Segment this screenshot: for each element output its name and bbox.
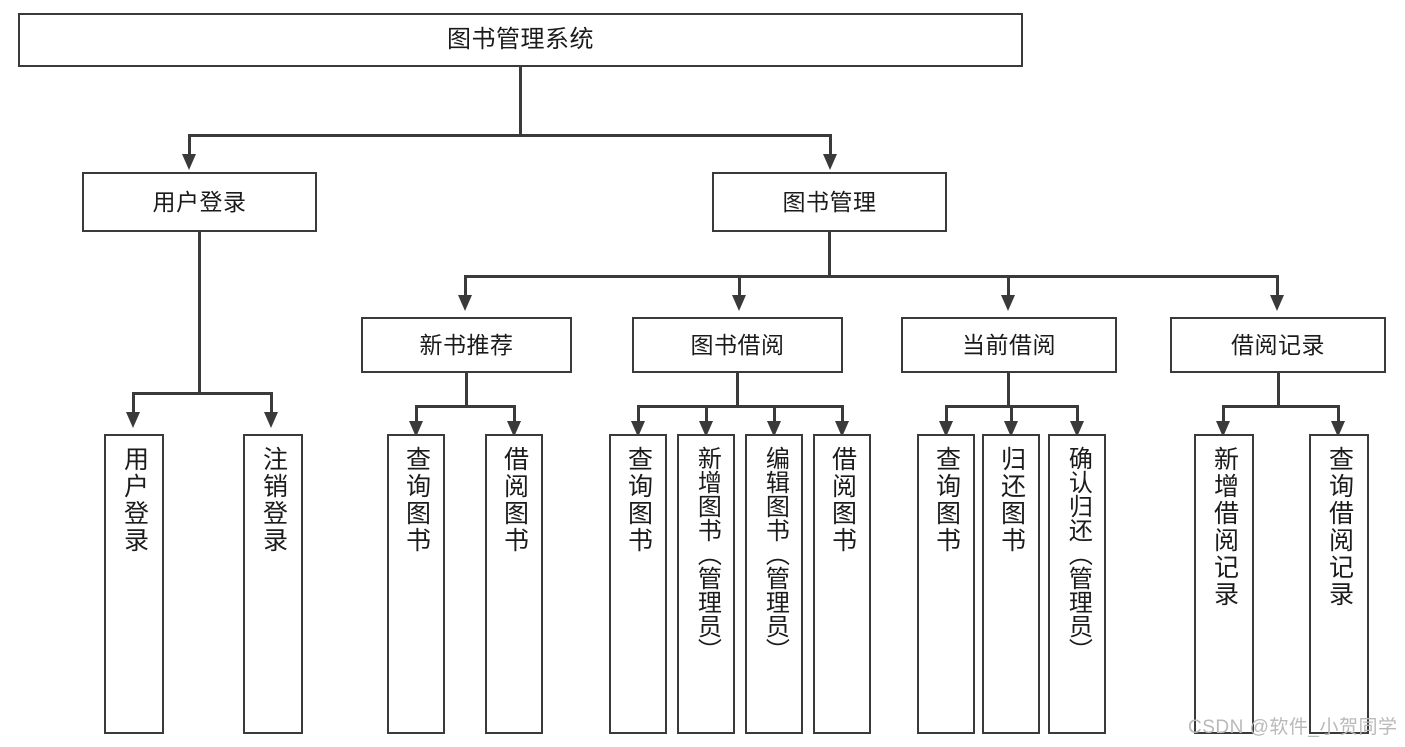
arrowhead-leaf-query-books-1 <box>409 421 423 437</box>
node-label: 用户登录 <box>152 188 247 215</box>
arrowhead-leaf-borrow-books-1 <box>507 421 521 437</box>
leaf-add-borrow-record[interactable]: 新增借阅记录 <box>1194 434 1254 734</box>
node-new-book-recommendation[interactable]: 新书推荐 <box>361 317 572 373</box>
node-current-borrowing[interactable]: 当前借阅 <box>901 317 1117 373</box>
node-book-management[interactable]: 图书管理 <box>712 172 947 232</box>
node-label: 查询图书 <box>932 446 961 554</box>
node-label: 新增图书（管理员） <box>693 446 721 662</box>
node-label: 查询图书 <box>624 446 653 554</box>
node-label: 图书借阅 <box>690 331 785 358</box>
arrowhead-leaf-return-book <box>1004 421 1018 437</box>
node-label: 用户登录 <box>120 446 149 554</box>
connector-drop-borrow-records <box>1276 275 1279 297</box>
connector-book-borrow-bus <box>637 405 842 408</box>
node-label: 图书管理 <box>782 188 877 215</box>
arrowhead-leaf-user-login <box>126 412 140 428</box>
connector-drop-current-borrow <box>1007 275 1010 297</box>
connector-drop-leaf-query-books-1 <box>415 405 418 423</box>
arrowhead-leaf-query-books-3 <box>939 421 953 437</box>
leaf-query-borrow-record[interactable]: 查询借阅记录 <box>1309 434 1369 734</box>
connector-drop-leaf-borrow-books-2 <box>841 405 844 423</box>
connector-borrow-records-stem <box>1277 373 1280 406</box>
node-label: 编辑图书（管理员） <box>761 446 789 662</box>
node-label: 注销登录 <box>259 446 288 554</box>
connector-root-stem <box>519 67 522 135</box>
connector-drop-leaf-add-book <box>705 405 708 423</box>
node-root-book-management-system[interactable]: 图书管理系统 <box>18 13 1023 67</box>
node-user-login[interactable]: 用户登录 <box>82 172 317 232</box>
node-label: 归还图书 <box>997 446 1026 554</box>
connector-drop-leaf-edit-book <box>773 405 776 423</box>
connector-drop-new-book-rec <box>464 275 467 297</box>
node-label: 查询图书 <box>402 446 431 554</box>
node-label: 当前借阅 <box>962 331 1056 358</box>
connector-borrow-records-bus <box>1222 405 1338 408</box>
arrowhead-book-management <box>823 154 837 170</box>
arrowhead-leaf-edit-book <box>767 421 781 437</box>
node-label: 确认归还（管理员） <box>1064 446 1092 662</box>
connector-drop-leaf-user-login <box>132 392 135 414</box>
leaf-return-books[interactable]: 归还图书 <box>982 434 1040 734</box>
arrowhead-leaf-logout <box>264 412 278 428</box>
leaf-user-login[interactable]: 用户登录 <box>104 434 164 734</box>
connector-drop-leaf-borrow-books-1 <box>513 405 516 423</box>
leaf-confirm-return-admin[interactable]: 确认归还（管理员） <box>1048 434 1106 734</box>
arrowhead-leaf-query-record <box>1331 421 1345 437</box>
connector-drop-book-management <box>829 134 832 156</box>
leaf-query-books-current-borrow[interactable]: 查询图书 <box>917 434 975 734</box>
connector-root-bus <box>188 134 831 137</box>
leaf-query-books-new-book-rec[interactable]: 查询图书 <box>387 434 445 734</box>
arrowhead-leaf-add-record <box>1216 421 1230 437</box>
connector-drop-leaf-logout <box>270 392 273 414</box>
node-borrowing-records[interactable]: 借阅记录 <box>1170 317 1386 373</box>
connector-new-book-rec-stem <box>465 373 468 406</box>
node-label: 查询借阅记录 <box>1325 446 1354 608</box>
leaf-borrow-books-new-book-rec[interactable]: 借阅图书 <box>485 434 543 734</box>
arrowhead-new-book-rec <box>458 295 472 311</box>
connector-drop-book-borrow <box>738 275 741 297</box>
connector-drop-leaf-query-record <box>1337 405 1340 423</box>
connector-drop-leaf-add-record <box>1222 405 1225 423</box>
connector-drop-user-login <box>188 134 191 156</box>
connector-book-management-stem <box>828 232 831 276</box>
arrowhead-book-borrow <box>732 295 746 311</box>
connector-current-borrow-stem <box>1007 373 1010 406</box>
arrowhead-leaf-add-book <box>699 421 713 437</box>
csdn-watermark: CSDN @软件_小贺同学 <box>1188 717 1398 738</box>
connector-user-login-stem <box>198 232 201 393</box>
leaf-add-book-admin[interactable]: 新增图书（管理员） <box>677 434 735 734</box>
arrowhead-leaf-borrow-books-2 <box>835 421 849 437</box>
arrowhead-leaf-query-books-2 <box>631 421 645 437</box>
leaf-edit-book-admin[interactable]: 编辑图书（管理员） <box>745 434 803 734</box>
connector-drop-leaf-return-book <box>1010 405 1013 423</box>
connector-level3-bus <box>464 275 1276 278</box>
connector-drop-leaf-confirm-return <box>1076 405 1079 423</box>
node-label: 借阅记录 <box>1231 331 1325 358</box>
connector-drop-leaf-query-books-2 <box>637 405 640 423</box>
leaf-borrow-books-book-borrow[interactable]: 借阅图书 <box>813 434 871 734</box>
leaf-query-books-book-borrow[interactable]: 查询图书 <box>609 434 667 734</box>
node-book-borrowing[interactable]: 图书借阅 <box>632 317 843 373</box>
connector-user-login-bus <box>132 392 271 395</box>
arrowhead-leaf-confirm-return <box>1070 421 1084 437</box>
node-label: 借阅图书 <box>828 446 857 554</box>
arrowhead-borrow-records <box>1270 295 1284 311</box>
node-label: 新增借阅记录 <box>1210 446 1239 608</box>
connector-new-book-rec-bus <box>415 405 515 408</box>
arrowhead-current-borrow <box>1001 295 1015 311</box>
leaf-logout[interactable]: 注销登录 <box>243 434 303 734</box>
connector-book-borrow-stem <box>736 373 739 406</box>
node-label: 新书推荐 <box>419 331 514 358</box>
node-label: 借阅图书 <box>500 446 529 554</box>
connector-drop-leaf-query-books-3 <box>945 405 948 423</box>
arrowhead-user-login <box>182 154 196 170</box>
node-label: 图书管理系统 <box>447 26 594 53</box>
